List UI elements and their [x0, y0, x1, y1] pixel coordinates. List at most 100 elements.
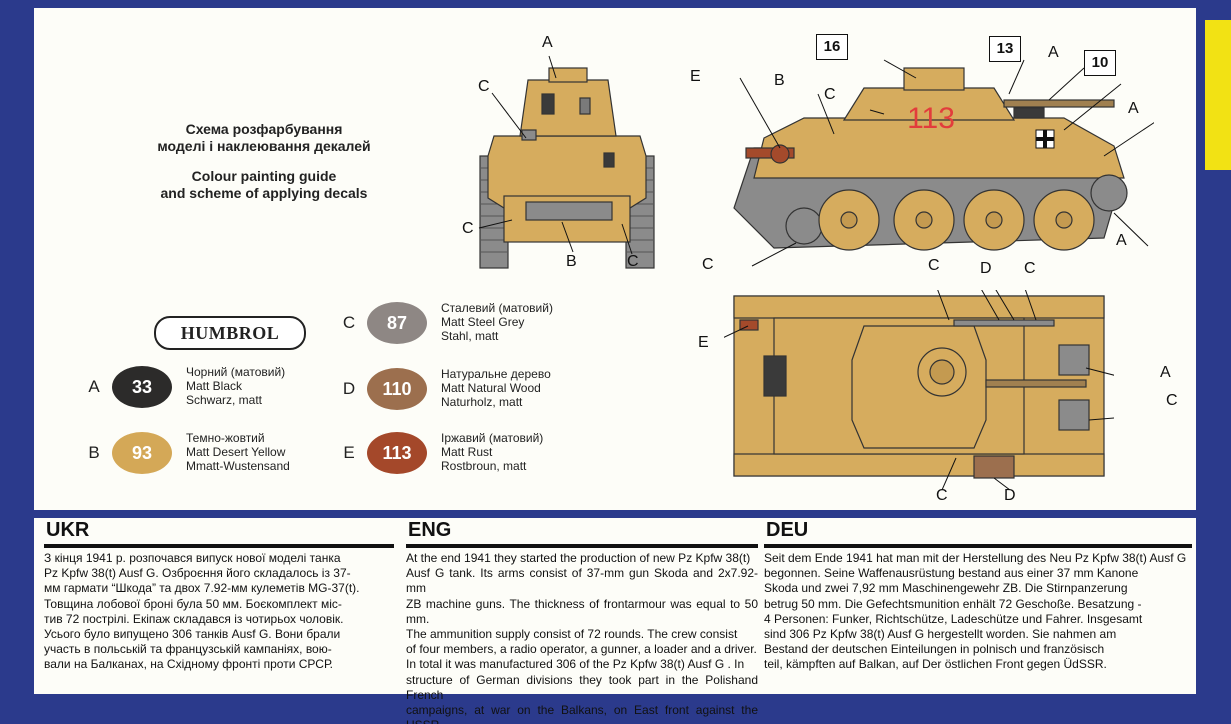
text-line: In total it was manufactured 306 of the …: [406, 657, 745, 672]
paint-name-deu: Schwarz, matt: [186, 393, 263, 407]
text-column-eng: ENG At the end 1941 they started the pro…: [406, 518, 758, 724]
side-turret: [842, 87, 1016, 121]
title-eng-line-2: and scheme of applying decals: [160, 185, 368, 201]
leader-line: [751, 242, 797, 267]
paint-name-deu: Mmatt-Wustensand: [186, 459, 290, 473]
text-line: of four members, a radio operator, a gun…: [406, 642, 757, 657]
text-line: structure of German divisions they took …: [406, 672, 758, 702]
leader-line: [937, 290, 950, 321]
text-body-deu: Seit dem Ende 1941 hat man mit der Herst…: [764, 551, 1192, 673]
paint-name-deu: Rostbroun, matt: [441, 459, 527, 473]
paint-name-eng: Matt Natural Wood: [441, 381, 541, 395]
leader-line: [883, 59, 917, 79]
humbrol-logo: HUMBROL: [154, 316, 306, 350]
callout-a: A: [1048, 44, 1059, 61]
leader-line: [1008, 59, 1025, 95]
title-ukr-line-1: Схема розфарбування: [185, 121, 343, 137]
paint-description: Іржавий (матовий) Matt Rust Rostbroun, m…: [441, 431, 543, 473]
heading-rule: [406, 544, 758, 548]
paint-description: Чорний (матовий) Matt Black Schwarz, mat…: [186, 365, 285, 407]
leader-line: [1063, 83, 1122, 131]
callout-e: E: [698, 334, 709, 351]
paint-description: Натуральне дерево Matt Natural Wood Natu…: [441, 367, 551, 409]
top-cupola-hatch: [929, 359, 955, 385]
paint-color-oval: 113: [367, 432, 427, 474]
side-idler-wheel: [785, 207, 823, 245]
leader-line: [1085, 367, 1114, 376]
text-line: вали на Балканах, на Східному фронті про…: [44, 657, 334, 672]
paint-name-ukr: Темно-жовтий: [186, 431, 265, 445]
paint-swatch-c: C 87 Сталевий (матовий) Matt Steel Grey …: [339, 301, 639, 346]
lang-heading-deu: DEU: [766, 519, 809, 541]
decal-13-box: 13: [989, 36, 1021, 62]
callout-c: C: [928, 257, 940, 274]
leader-line: [1103, 122, 1154, 157]
paint-name-ukr: Сталевий (матовий): [441, 301, 553, 315]
top-spare-track-2: [1058, 399, 1090, 431]
side-wheel-hub-4: [1055, 211, 1073, 229]
title-ukr-line-2: моделі і наклеювання декалей: [157, 138, 371, 154]
top-tow-cable: [953, 319, 1055, 327]
top-left-fender: [733, 295, 1105, 319]
history-text-panel: UKR З кінця 1941 р. розпочався випуск но…: [34, 518, 1196, 724]
text-line: teil, kämpften auf Balkan, auf Der östli…: [764, 657, 1107, 672]
tank-top-view: [724, 290, 1114, 490]
text-line: betrug 50 mm. Die Gefechtsmunition enhäl…: [764, 596, 1142, 611]
top-spare-track-1: [1058, 344, 1090, 376]
text-line: Skoda und zwei 7,92 mm Maschinengewehr Z…: [764, 581, 1128, 596]
paint-name-deu: Naturholz, matt: [441, 395, 523, 409]
leader-line: [739, 77, 781, 149]
front-turret: [519, 79, 617, 137]
paint-name-eng: Matt Desert Yellow: [186, 445, 286, 459]
callout-c: C: [478, 78, 490, 95]
text-line: sind 306 Pz Kpfw 38(t) Ausf G hergestell…: [764, 627, 1117, 642]
text-body-eng: At the end 1941 they started the product…: [406, 551, 758, 724]
callout-a: A: [542, 34, 553, 51]
text-line: участь в польській та французській кампа…: [44, 642, 332, 657]
paint-letter: D: [342, 379, 356, 398]
leader-line: [724, 325, 749, 338]
text-line: 4 Personen: Funker, Richtschütze, Ladesc…: [764, 611, 1143, 626]
text-line: Товщина лобової броні була 50 мм. Боєком…: [44, 596, 342, 611]
paint-name-ukr: Чорний (матовий): [186, 365, 286, 379]
paint-color-oval: 93: [112, 432, 172, 474]
title-ukr: Схема розфарбування моделі і наклеювання…: [154, 121, 374, 155]
side-main-gun: [1003, 99, 1115, 108]
front-hull-mg: [603, 152, 615, 168]
callout-a: A: [1116, 232, 1127, 249]
paint-description: Сталевий (матовий) Matt Steel Grey Stahl…: [441, 301, 553, 343]
lang-heading-eng: ENG: [408, 519, 452, 541]
text-line: The ammunition supply consist of 72 roun…: [406, 627, 738, 642]
leader-line: [1024, 290, 1037, 321]
text-column-deu: DEU Seit dem Ende 1941 hat man mit der H…: [764, 518, 1192, 673]
text-line: Bestand der deutschen Einteilungen in po…: [764, 642, 1105, 657]
paint-name-eng: Matt Steel Grey: [441, 315, 525, 329]
tank-front-view: [478, 55, 655, 269]
callout-b: B: [566, 253, 577, 270]
turret-number-decal: 113: [907, 102, 955, 135]
paint-swatch-a: A 33 Чорний (матовий) Matt Black Schwarz…: [84, 365, 364, 410]
paint-letter: E: [343, 443, 355, 462]
front-spare-track: [525, 201, 613, 221]
side-exhaust: [745, 147, 795, 159]
callout-a: A: [1128, 100, 1139, 117]
callout-e: E: [690, 68, 701, 85]
callout-a: A: [1160, 364, 1171, 381]
paint-name-deu: Stahl, matt: [441, 329, 499, 343]
text-line: З кінця 1941 р. розпочався випуск нової …: [44, 551, 341, 565]
lang-heading-ukr: UKR: [46, 519, 90, 541]
text-line: ZB machine guns. The thickness of fronta…: [406, 596, 758, 626]
text-line: Pz Kpfw 38(t) Ausf G. Озброєння його скл…: [44, 566, 351, 581]
top-right-fender: [733, 453, 1105, 477]
leader-line: [981, 290, 1000, 321]
paint-name-eng: Matt Rust: [441, 445, 493, 459]
text-line: Seit dem Ende 1941 hat man mit der Herst…: [764, 551, 1187, 565]
front-mg: [579, 97, 591, 115]
side-mantlet: [1013, 107, 1045, 119]
paint-description: Темно-жовтий Matt Desert Yellow Mmatt-Wu…: [186, 431, 290, 473]
text-line: тив 72 пострілі. Екіпаж складався із чот…: [44, 611, 344, 626]
side-sprocket: [1090, 174, 1128, 212]
callout-c: C: [824, 86, 836, 103]
leader-line: [491, 92, 527, 139]
